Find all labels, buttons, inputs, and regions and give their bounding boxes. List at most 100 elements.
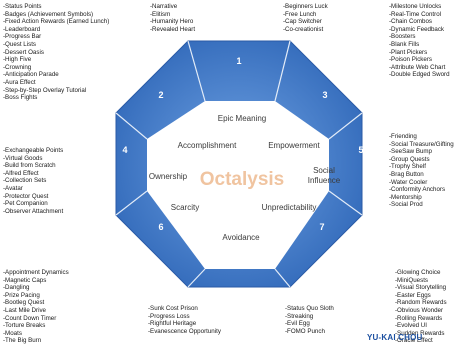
list-social-influence: -Friending-Social Treasure/Gifting-SeeSa… [389,133,454,209]
drive-label-avoidance: Avoidance [222,233,260,242]
list-item: -Torture Breaks [3,322,46,330]
list-scarcity: -Appointment Dynamics-Magnetic Caps-Dang… [3,269,69,345]
list-item: -Protector Quest [3,192,49,200]
list-item: -Double Edged Sword [389,71,450,79]
drive-label-scarcity: Scarcity [171,203,199,212]
list-item: -Rightful Heritage [148,320,197,328]
drive-label-influence: Influence [308,176,341,185]
list-item: -Count Down Timer [3,314,57,322]
list-item: -Bootleg Quest [3,299,45,307]
list-item: -Step-by-Step Overlay Tutorial [3,86,87,94]
list-item: -Crowning [3,63,32,71]
inner-octagon [147,101,329,269]
list-item: -Observer Attachment [3,207,64,215]
list-item: -Beginners Luck [283,3,328,10]
drive-label-accomplishment: Accomplishment [178,141,237,150]
list-item: -Sunk Cost Prison [148,305,198,312]
list-unpredictability: -Glowing Choice-MiniQuests-Visual Storyt… [395,269,447,345]
drive-number-3: 3 [322,90,327,100]
list-item: -Evil Egg [285,320,310,328]
drive-label-unpredictability: Unpredictability [262,203,317,212]
list-item: -Progress Loss [148,312,190,320]
list-item: -Boss Fights [3,94,38,102]
list-item: -Progress Bar [3,33,42,41]
list-item: -Revealed Heart [150,25,196,33]
list-item: -Elitism [150,10,171,18]
yukai-chou-logo: YU-KAI CHOU [367,333,423,342]
list-item: -Moats [3,329,22,337]
list-item: -Virtual Goods [3,154,43,162]
list-item: -Dessert Oasis [3,48,44,56]
list-epic-meaning: -Narrative-Elitism-Humanity Hero-Reveale… [150,3,195,33]
list-item: -Narrative [150,3,178,10]
list-item: -Blank Fills [389,40,420,48]
list-item: -Rolling Rewards [395,314,443,322]
list-item: -Easter Eggs [395,291,431,299]
list-item: -Milestone Unlocks [389,3,442,10]
list-avoidance: -Sunk Cost Prison-Progress Loss-Rightful… [148,305,221,335]
list-item: -Oracle Effect [395,337,433,345]
list-item: -Mentorship [389,193,422,201]
list-accomplishment: -Status Points-Badges (Achievement Symbo… [3,3,109,102]
drive-label-social: Social [313,166,335,175]
list-item: -Magnetic Caps [3,276,47,284]
list-item: -Poison Pickers [389,56,432,64]
list-item: -Visual Storytelling [395,284,447,292]
list-item: -Trophy Shelf [389,163,426,171]
list-item: -Fixed Action Rewards (Earned Lunch) [3,18,110,26]
list-item: -Prize Pacing [3,291,40,299]
list-item: -Glowing Choice [395,269,441,276]
list-item: -Plant Pickers [389,48,428,56]
list-item: -Dynamic Feedback [389,25,445,33]
list-item: -MiniQuests [395,276,429,284]
list-item: -Evolved UI [395,322,427,330]
list-item: -Cap Switcher [283,18,322,26]
list-item: -The Big Burn [3,337,42,345]
list-item: -Leaderboard [3,25,41,33]
list-item: -Dangling [3,284,30,292]
list-item: -Evanescence Opportunity [148,327,221,335]
list-item: -Anticipation Parade [3,71,59,79]
list-item: -Badges (Achievement Symbols) [3,10,94,18]
list-item: -Sudden Rewards [395,329,445,337]
list-item: -Co-creationist [283,25,324,33]
octagon-spokes [115,40,363,288]
octalysis-title: Octalysis [200,169,285,190]
drive-number-8: 8 [238,258,243,268]
list-item: -Brag Button [389,170,424,178]
drive-number-7: 7 [319,222,324,232]
list-item: -Exchangeable Points [3,147,64,154]
list-item: -Streaking [285,312,314,320]
list-item: -Last Mile Drive [3,306,46,314]
list-item: -Obvious Wonder [395,306,444,314]
drive-number-2: 2 [158,90,163,100]
list-item: -Conformity Anchors [389,186,446,194]
list-item: -Social Treasure/Gifting [389,140,454,148]
list-item: -Status Points [3,3,42,10]
drive-number-6: 6 [158,222,163,232]
list-item: -Chain Combos [389,18,432,26]
list-item: -Collection Sets [3,177,47,185]
list-item: -Social Prod [389,201,423,209]
list-item: -Status Quo Sloth [285,305,334,312]
list-item: -Random Rewards [395,299,447,307]
drive-number-1: 1 [236,56,241,66]
list-item: -Group Quests [389,155,430,163]
drive-number-5: 5 [358,145,363,155]
list-item: -Boosters [389,33,416,41]
drive-label-epic-meaning: Epic Meaning [218,114,266,123]
list-ownership: -Exchangeable Points-Virtual Goods-Build… [3,147,63,215]
drive-label-ownership: Ownership [149,172,188,181]
list-empowerment: -Milestone Unlocks-Real-Time Control-Cha… [389,3,450,79]
list-item: -Real-Time Control [389,10,442,18]
list-item: -Aura Effect [3,78,36,86]
list-empowerment-top: -Beginners Luck-Free Lunch-Cap Switcher-… [283,3,328,33]
list-item: -Alfred Effect [3,169,39,177]
drive-label-empowerment: Empowerment [268,141,320,150]
list-item: -Build from Scratch [3,162,56,170]
list-item: -Attribute Web Chart [389,63,446,71]
list-avoidance-right: -Status Quo Sloth-Streaking-Evil Egg-FOM… [285,305,334,335]
list-item: -Humanity Hero [150,18,194,26]
